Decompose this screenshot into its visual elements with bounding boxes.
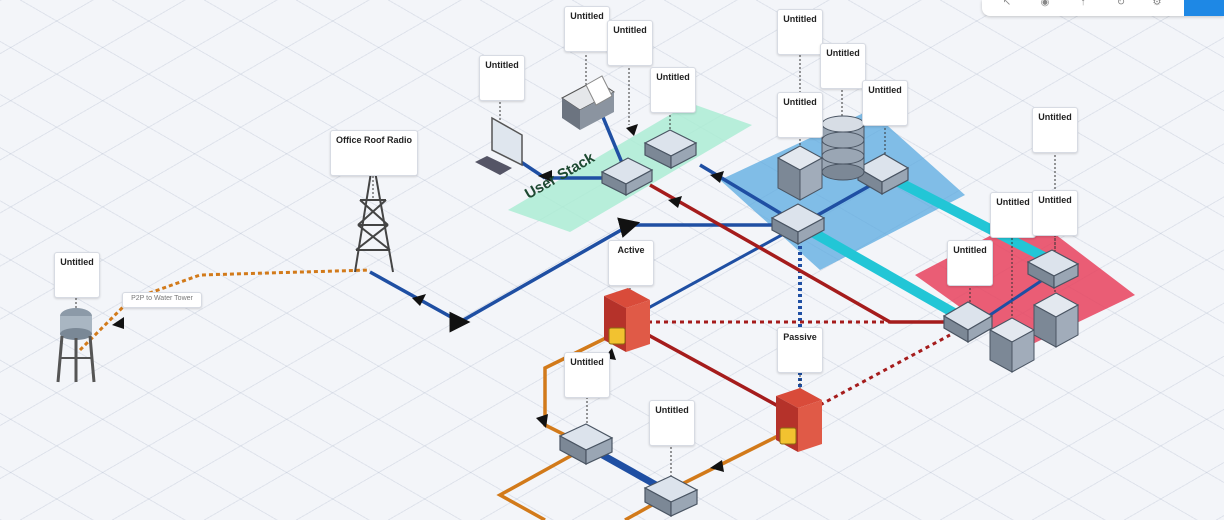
link-orange-p2p — [78, 268, 371, 352]
link-orange-loop-bottom — [496, 446, 586, 520]
gear-icon[interactable]: ⚙ — [1152, 0, 1162, 8]
label-printer-a[interactable]: Untitled — [564, 6, 610, 52]
toolbar-action-button[interactable] — [1184, 0, 1224, 16]
link-red-dotted-2 — [819, 333, 951, 407]
pointer-icon[interactable]: ↖ — [1002, 0, 1012, 8]
link-cyan-1 — [797, 220, 978, 330]
arrows — [112, 124, 724, 472]
label-printer-b[interactable]: Untitled — [607, 20, 653, 66]
link-cyan-2 — [882, 170, 1053, 265]
label-sw-low-left[interactable]: Untitled — [564, 352, 610, 398]
refresh-icon[interactable]: ↻ — [1116, 0, 1126, 8]
server-rack-a — [776, 145, 824, 201]
label-passive[interactable]: Passive — [777, 327, 823, 373]
link-blue-printer — [598, 109, 627, 171]
label-radio[interactable]: Office Roof Radio — [330, 130, 418, 176]
firewall-active-icon — [604, 288, 650, 352]
label-rack-b[interactable]: Untitled — [777, 92, 823, 138]
switch-stack-1 — [600, 157, 654, 197]
pin-icon[interactable]: ↑ — [1080, 0, 1086, 8]
label-pc[interactable]: Untitled — [479, 55, 525, 101]
link-blue-radio — [369, 217, 800, 333]
label-right-top[interactable]: Untitled — [1032, 107, 1078, 153]
database-icon — [821, 115, 865, 181]
switch-icons — [558, 129, 1080, 518]
monitor-icon — [475, 116, 523, 175]
server-rack-b — [988, 317, 1036, 373]
radio-tower-icon — [354, 159, 394, 273]
firewall-passive-icon — [776, 388, 822, 452]
link-blue-fw — [629, 223, 801, 320]
link-red-fw — [629, 323, 801, 420]
switch-right-1 — [942, 301, 994, 344]
server-rack-c — [1032, 292, 1080, 348]
label-right-mid2[interactable]: Untitled — [1032, 190, 1078, 236]
label-p2p-link[interactable]: P2P to Water Tower — [122, 292, 202, 308]
label-right-low[interactable]: Untitled — [947, 240, 993, 286]
label-db-b[interactable]: Untitled — [862, 80, 908, 126]
switch-stack-2 — [643, 129, 698, 169]
label-sw-low-right[interactable]: Untitled — [649, 400, 695, 446]
link-orange-loop-left — [543, 333, 613, 442]
printer-icon — [561, 75, 615, 130]
label-switch-top[interactable]: Untitled — [650, 67, 696, 113]
label-water-tower[interactable]: Untitled — [54, 252, 100, 298]
switch-db — [856, 153, 910, 196]
switch-core — [770, 203, 826, 246]
label-db[interactable]: Untitled — [820, 43, 866, 89]
toolbar: ↖ ◉ ↑ ↻ ⚙ — [982, 0, 1224, 16]
label-rack-a[interactable]: Untitled — [777, 9, 823, 55]
switch-low-right — [643, 475, 699, 518]
switch-low-left — [558, 423, 614, 466]
label-right-mid[interactable]: Untitled — [990, 192, 1036, 238]
label-active[interactable]: Active — [608, 240, 654, 286]
node-icon[interactable]: ◉ — [1040, 0, 1050, 8]
switch-right-2 — [1026, 249, 1080, 290]
water-tower-icon — [56, 308, 96, 383]
